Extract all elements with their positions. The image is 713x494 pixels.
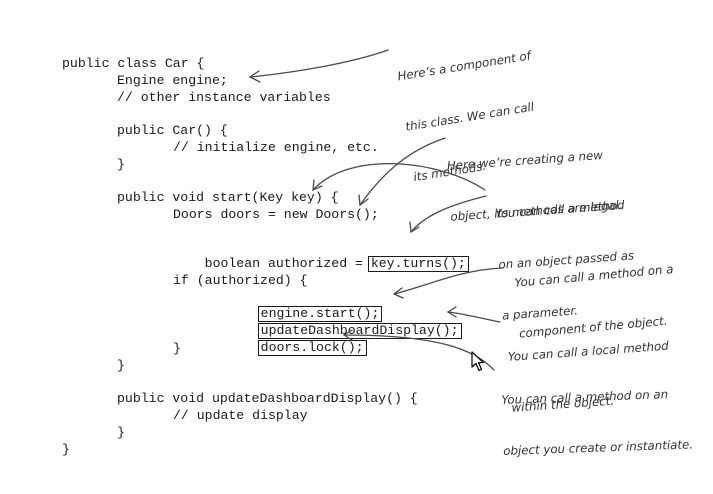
code-line-constructor-close: }	[117, 157, 125, 172]
code-line-update-method: public void updateDashboardDisplay() {	[117, 391, 418, 406]
code-line-start-method: public void start(Key key) {	[117, 190, 339, 205]
code-line-if-close: }	[173, 341, 181, 356]
code-line-doors-lock: doors.lock();	[229, 324, 367, 372]
code-line-class-close: }	[62, 442, 70, 457]
code-line-constructor-comment: // initialize engine, etc.	[173, 140, 379, 155]
authorized-prefix: boolean authorized =	[204, 256, 371, 271]
note-parameter-line-1: You can call a method	[494, 197, 625, 221]
code-line-update-close: }	[117, 425, 125, 440]
code-line-class-decl: public class Car {	[62, 56, 205, 71]
code-line-update-comment: // update display	[173, 408, 308, 423]
note-component-method-line-1: You can call a method on a	[514, 261, 674, 290]
arrowhead-engine-field	[248, 70, 261, 83]
code-line-engine-start: engine.start();	[229, 290, 383, 338]
note-component-line-1: Here’s a component of	[396, 48, 532, 84]
mouse-cursor-icon	[471, 351, 485, 372]
arrow-to-engine-field	[249, 49, 389, 78]
code-line-start-close: }	[117, 358, 125, 373]
code-line-doors-new: Doors doors = new Doors();	[173, 207, 379, 222]
note-instantiate-line-2: object you create or instantiate.	[503, 437, 694, 458]
arrowhead-engine-start	[392, 287, 404, 299]
code-line-if-authorized: if (authorized) {	[173, 273, 308, 288]
code-annotation-diagram: public class Car { Engine engine; // oth…	[62, 48, 693, 457]
code-line-constructor: public Car() {	[117, 123, 228, 138]
arrowhead-new-doors	[358, 194, 369, 207]
engine-start-box: engine.start();	[257, 306, 383, 322]
note-instantiate-line-1: You can call a method on an	[501, 387, 669, 407]
doors-lock-box: doors.lock();	[257, 340, 367, 356]
note-instantiate: You can call a method on an object you c…	[500, 351, 694, 494]
code-line-instance-comment: // other instance variables	[117, 90, 331, 105]
arrowhead-key-parameter	[312, 179, 323, 192]
arrowhead-key-turns	[409, 221, 420, 234]
code-line-engine-field: Engine engine;	[117, 73, 228, 88]
